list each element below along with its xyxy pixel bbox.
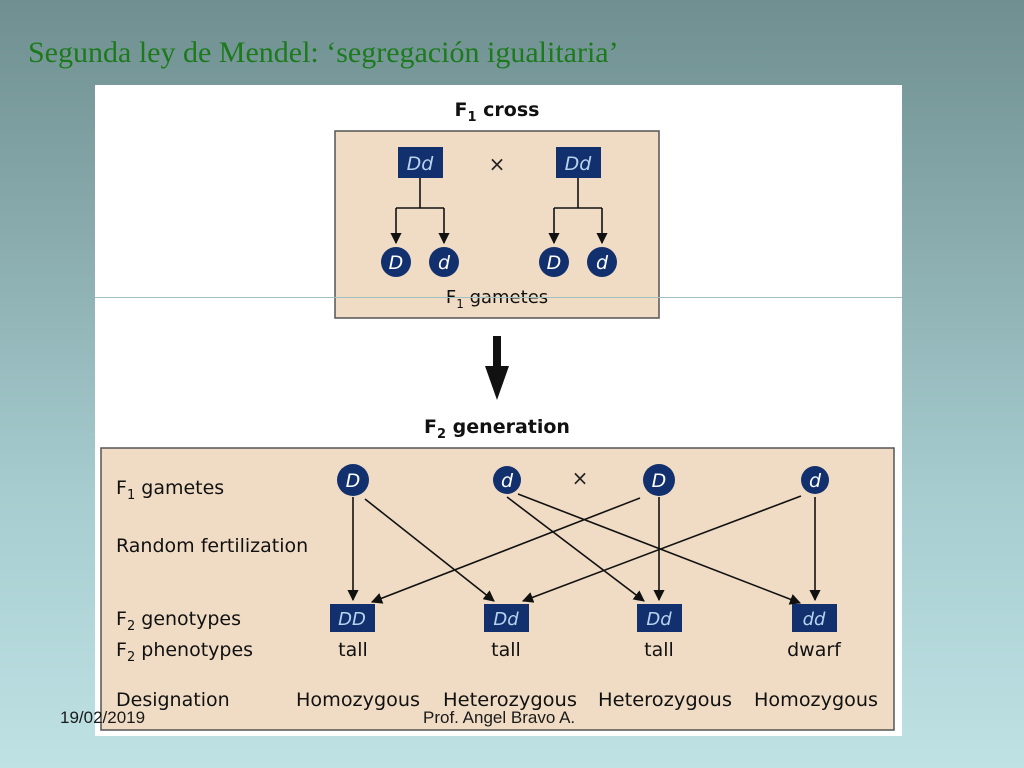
svg-text:D: D — [346, 470, 361, 492]
f2-phenotype-3: tall — [644, 639, 674, 661]
row-label-f2-genotypes: F2 genotypes — [116, 608, 241, 634]
svg-text:D: D — [389, 252, 404, 274]
svg-text:dd: dd — [803, 609, 826, 630]
svg-text:d: d — [596, 252, 609, 274]
svg-text:d: d — [438, 252, 451, 274]
f2-cross-symbol: × — [572, 466, 589, 490]
f1-parent-right: Dd — [556, 147, 601, 178]
svg-text:D: D — [547, 252, 562, 274]
slide-divider-line — [95, 297, 902, 298]
svg-text:d: d — [809, 470, 822, 492]
f1-cross-symbol: × — [489, 152, 506, 176]
footer-author: Prof. Angel Bravo A. — [423, 708, 576, 727]
f2-designation-3: Heterozygous — [598, 689, 732, 711]
row-label-random-fertilization: Random fertilization — [116, 535, 308, 557]
f2-phenotype-2: tall — [491, 639, 521, 661]
f1-cross-panel — [334, 130, 660, 319]
row-label-designation: Designation — [116, 689, 230, 711]
f2-gamete-1: D — [337, 464, 369, 496]
f2-gamete-2: d — [493, 466, 521, 494]
f1-gamete-2: d — [429, 247, 459, 277]
footer-date: 19/02/2019 — [60, 708, 146, 727]
f1-parent-left: Dd — [398, 147, 443, 178]
slide-title: Segunda ley de Mendel: ‘segregación igua… — [28, 36, 619, 69]
f1-gamete-4: d — [587, 247, 617, 277]
f2-genotype-4: dd — [792, 604, 837, 632]
row-label-f2-phenotypes: F2 phenotypes — [116, 639, 253, 665]
f2-designation-4: Homozygous — [754, 689, 878, 711]
svg-text:D: D — [652, 470, 667, 492]
f1-parent-left-label: Dd — [407, 153, 435, 175]
f2-genotype-2: Dd — [484, 604, 529, 632]
f2-gamete-3: D — [643, 464, 675, 496]
f1-gamete-1: D — [381, 247, 411, 277]
f1-gamete-3: D — [539, 247, 569, 277]
svg-text:Dd: Dd — [646, 609, 672, 630]
svg-text:DD: DD — [338, 609, 366, 630]
f2-genotype-3: Dd — [637, 604, 682, 632]
f2-designation-1: Homozygous — [296, 689, 420, 711]
f2-generation-title: F2 generation — [424, 416, 570, 442]
f2-genotype-1: DD — [330, 604, 375, 632]
f2-phenotype-1: tall — [338, 639, 368, 661]
fertilization-arrows — [347, 493, 821, 605]
row-label-f1-gametes: F1 gametes — [116, 477, 224, 503]
svg-text:Dd: Dd — [493, 609, 519, 630]
svg-text:d: d — [501, 470, 514, 492]
f1-gamete-connectors — [390, 178, 608, 245]
f1-cross-title: F1 cross — [455, 99, 540, 125]
f2-designation-2: Heterozygous — [443, 689, 577, 711]
f2-phenotype-4: dwarf — [787, 639, 842, 661]
f2-gamete-4: d — [801, 466, 829, 494]
f1-parent-right-label: Dd — [565, 153, 593, 175]
generation-arrow — [485, 336, 509, 400]
